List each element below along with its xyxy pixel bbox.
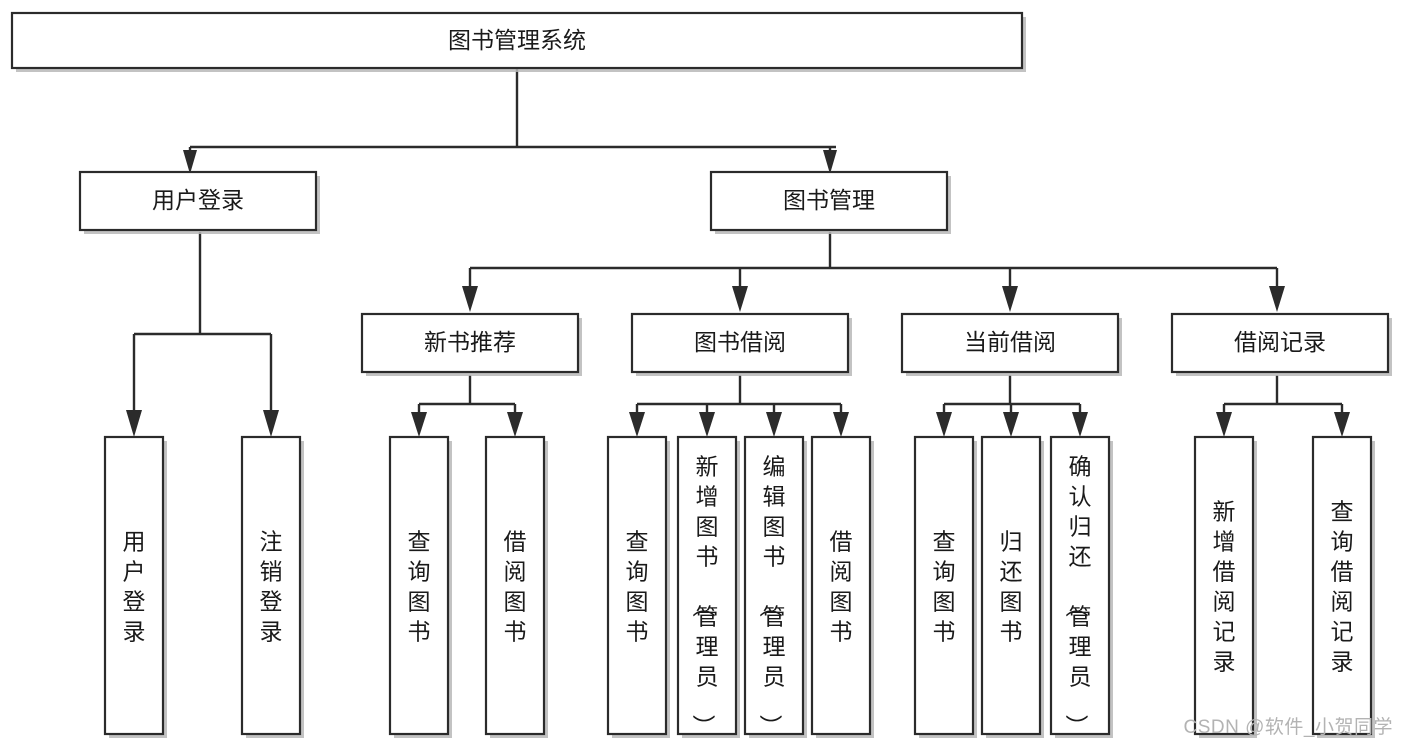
arrow-to-bookmgmt: [823, 150, 837, 174]
arrow-leaf-7: [766, 412, 782, 437]
leaf-node-11[interactable]: 确认归还（管理员）: [1049, 435, 1113, 738]
arrow-leaf-9: [936, 412, 952, 437]
connectors-newbook-to-leaves: [411, 375, 523, 437]
leaf-node-13-label: 查询借阅记录: [1331, 498, 1354, 674]
leaf-node-9-label: 查询图书: [933, 528, 956, 644]
arrow-leaf-12: [1216, 412, 1232, 437]
arrow-leaf-6: [699, 412, 715, 437]
leaf-node-12[interactable]: 新增借阅记录: [1193, 435, 1257, 738]
connectors-current-to-leaves: [936, 375, 1088, 437]
leaf-node-5-label: 查询图书: [626, 528, 649, 644]
node-records[interactable]: 借阅记录: [1170, 312, 1392, 376]
leaf-node-4-box: [484, 435, 546, 736]
leaf-node-10[interactable]: 归还图书: [980, 435, 1044, 738]
leaf-node-10-box: [980, 435, 1042, 736]
arrow-leaf-1: [126, 410, 142, 437]
arrow-leaf-13: [1334, 412, 1350, 437]
node-newbook-box: [360, 312, 580, 374]
node-root-label: 图书管理系统: [448, 27, 586, 53]
leaf-node-7-box: [743, 435, 805, 736]
arrow-leaf-4: [507, 412, 523, 437]
leaf-node-5[interactable]: 查询图书: [606, 435, 670, 738]
node-borrow[interactable]: 图书借阅: [630, 312, 852, 376]
leaf-node-1-box: [103, 435, 165, 736]
leaf-node-7-label: 编辑图书（管理员）: [758, 453, 786, 737]
arrow-to-newbook: [462, 286, 478, 312]
connectors-root-to-level2: [183, 68, 837, 174]
leaf-node-8[interactable]: 借阅图书: [810, 435, 874, 738]
node-bookmgmt[interactable]: 图书管理: [709, 170, 951, 234]
node-login[interactable]: 用户登录: [78, 170, 320, 234]
node-root-box: [10, 11, 1024, 70]
node-login-label: 用户登录: [152, 187, 244, 213]
node-newbook-label: 新书推荐: [424, 329, 516, 355]
leaf-node-7[interactable]: 编辑图书（管理员）: [743, 435, 807, 738]
node-current[interactable]: 当前借阅: [900, 312, 1122, 376]
leaf-node-9-box: [913, 435, 975, 736]
leaf-node-6-label: 新增图书（管理员）: [691, 453, 719, 737]
csdn-watermark: CSDN @软件_小贺同学: [1183, 717, 1393, 738]
connectors-borrow-to-leaves: [629, 375, 849, 437]
node-newbook[interactable]: 新书推荐: [360, 312, 582, 376]
arrow-to-login: [183, 150, 197, 174]
leaf-node-3-box: [388, 435, 450, 736]
leaf-node-4-label: 借阅图书: [504, 528, 527, 644]
node-root[interactable]: 图书管理系统: [10, 11, 1026, 72]
arrow-to-borrow: [732, 286, 748, 312]
arrow-leaf-2: [263, 410, 279, 437]
arrow-to-records: [1269, 286, 1285, 312]
connectors-records-to-leaves: [1216, 375, 1350, 437]
leaf-node-8-box: [810, 435, 872, 736]
node-bookmgmt-label: 图书管理: [783, 187, 875, 213]
leaf-node-2-label: 注销登录: [260, 528, 283, 644]
node-borrow-label: 图书借阅: [694, 329, 786, 355]
connectors-bookmgmt-to-level3: [462, 232, 1285, 312]
leaf-node-4[interactable]: 借阅图书: [484, 435, 548, 738]
leaf-node-2[interactable]: 注销登录: [240, 435, 304, 738]
leaf-node-9[interactable]: 查询图书: [913, 435, 977, 738]
leaf-node-1[interactable]: 用户登录: [103, 435, 167, 738]
leaf-node-12-box: [1193, 435, 1255, 736]
node-current-label: 当前借阅: [964, 329, 1056, 355]
leaf-node-12-label: 新增借阅记录: [1213, 498, 1236, 674]
node-bookmgmt-box: [709, 170, 949, 232]
leaf-node-13[interactable]: 查询借阅记录: [1311, 435, 1375, 738]
node-login-box: [78, 170, 318, 232]
node-records-box: [1170, 312, 1390, 374]
connectors-login-to-leaves: [126, 232, 279, 437]
leaf-node-5-box: [606, 435, 668, 736]
leaf-node-6-box: [676, 435, 738, 736]
leaf-node-3[interactable]: 查询图书: [388, 435, 452, 738]
arrow-leaf-5: [629, 412, 645, 437]
leaf-node-1-label: 用户登录: [123, 528, 146, 644]
leaf-node-8-label: 借阅图书: [830, 528, 853, 644]
arrow-leaf-3: [411, 412, 427, 437]
leaf-node-6[interactable]: 新增图书（管理员）: [676, 435, 740, 738]
leaf-node-13-box: [1311, 435, 1373, 736]
leaf-node-2-box: [240, 435, 302, 736]
node-borrow-box: [630, 312, 850, 374]
leaf-node-11-box: [1049, 435, 1111, 736]
node-records-label: 借阅记录: [1234, 329, 1326, 355]
node-current-box: [900, 312, 1120, 374]
arrow-leaf-10: [1003, 412, 1019, 437]
leaf-node-3-label: 查询图书: [408, 528, 431, 644]
arrow-leaf-11: [1072, 412, 1088, 437]
arrow-to-current: [1002, 286, 1018, 312]
arrow-leaf-8: [833, 412, 849, 437]
leaf-node-11-label: 确认归还（管理员）: [1064, 453, 1092, 737]
leaf-node-10-label: 归还图书: [1000, 528, 1023, 644]
